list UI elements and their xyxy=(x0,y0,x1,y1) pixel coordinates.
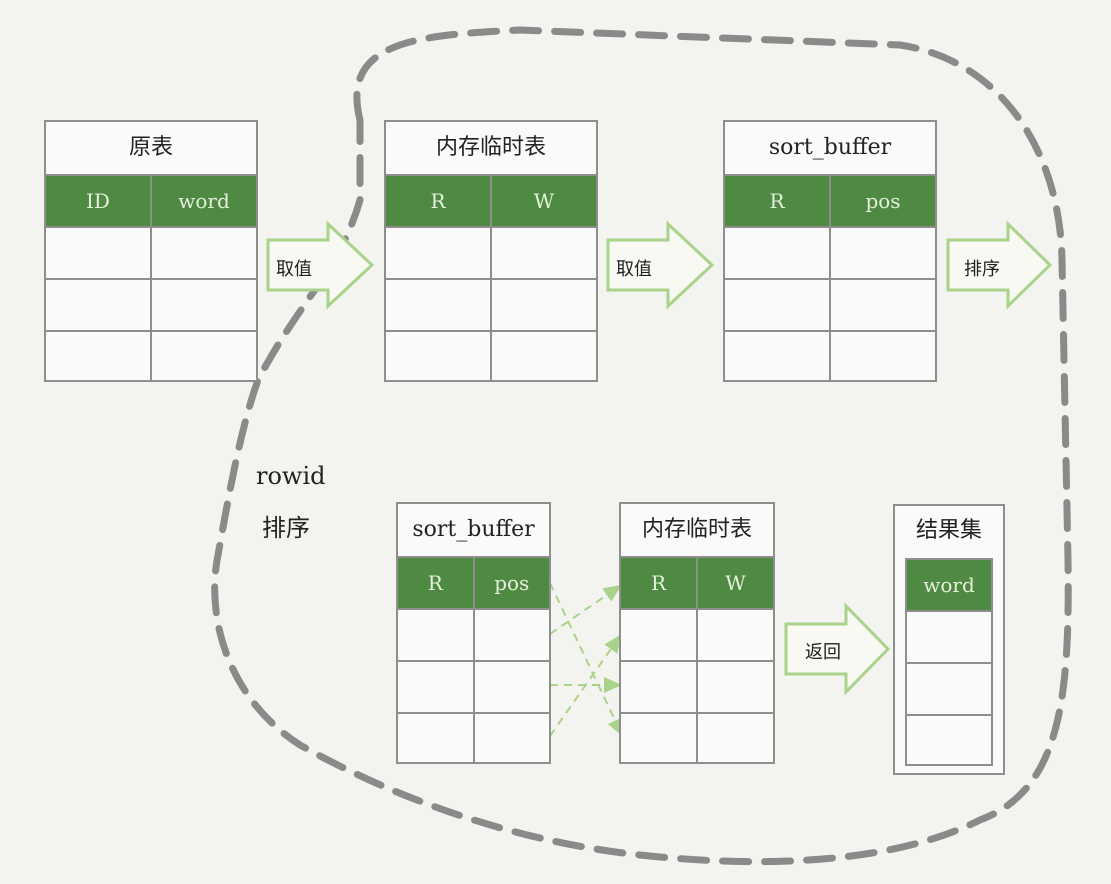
column-header-r: R xyxy=(427,571,443,595)
column-header-w: W xyxy=(490,176,596,226)
source-table: 原表 ID word xyxy=(44,120,258,382)
table-row xyxy=(46,330,256,382)
temp-table-bottom-title: 内存临时表 xyxy=(621,504,773,558)
source-table-header: ID word xyxy=(46,176,256,228)
table-row xyxy=(621,660,773,712)
sort-buffer-bottom-header: R pos xyxy=(398,558,549,610)
result-set-column: word xyxy=(905,558,993,766)
table-row xyxy=(725,330,935,382)
rowid-region-outline xyxy=(211,26,1072,866)
table-row xyxy=(386,278,596,330)
temp-table-top-header: R W xyxy=(386,176,596,228)
result-set-table: 结果集 word xyxy=(893,504,1005,775)
table-row xyxy=(907,612,991,662)
table-row xyxy=(46,228,256,278)
sort-buffer-top-title: sort_buffer xyxy=(725,122,935,176)
fetch-arrow-1-label: 取值 xyxy=(276,259,312,280)
column-header-word: word xyxy=(907,560,991,612)
table-row xyxy=(398,660,549,712)
pointer-1 xyxy=(549,582,623,737)
table-row xyxy=(386,330,596,382)
temp-table-bottom: 内存临时表 R W xyxy=(619,502,775,764)
table-row xyxy=(621,712,773,764)
table-row xyxy=(398,610,549,660)
rowid-label: rowid xyxy=(256,462,326,490)
fetch-arrow-1 xyxy=(266,220,375,310)
column-header-r: R xyxy=(430,189,446,213)
temp-table-top: 内存临时表 R W xyxy=(384,120,598,382)
table-row xyxy=(621,610,773,660)
sort-arrow-label: 排序 xyxy=(964,259,1000,280)
return-arrow-label: 返回 xyxy=(805,642,841,663)
column-header-id: ID xyxy=(86,189,110,213)
temp-table-top-title: 内存临时表 xyxy=(386,122,596,176)
column-header-r: R xyxy=(650,571,667,595)
fetch-arrow-2 xyxy=(606,220,715,310)
column-header-word: word xyxy=(150,176,256,226)
sort-buffer-top: sort_buffer R pos xyxy=(723,120,937,382)
table-row xyxy=(386,228,596,278)
column-header-w: W xyxy=(696,558,773,608)
table-row xyxy=(725,278,935,330)
temp-table-bottom-header: R W xyxy=(621,558,773,610)
table-row xyxy=(725,228,935,278)
table-row xyxy=(907,714,991,766)
sort-buffer-top-header: R pos xyxy=(725,176,935,228)
table-row xyxy=(907,662,991,714)
sort-arrow xyxy=(946,220,1053,310)
column-header-pos: pos xyxy=(829,176,935,226)
pointer-4 xyxy=(549,634,622,737)
table-row xyxy=(398,712,549,764)
rowid-sort-label: 排序 xyxy=(262,514,310,542)
column-header-r: R xyxy=(769,189,785,213)
result-set-title: 结果集 xyxy=(915,518,982,543)
sort-buffer-bottom: sort_buffer R pos xyxy=(396,502,551,764)
column-header-pos: pos xyxy=(472,558,550,608)
source-table-title: 原表 xyxy=(46,122,256,176)
return-arrow xyxy=(784,602,891,696)
pointer-2 xyxy=(549,584,622,635)
table-row xyxy=(46,278,256,330)
sort-buffer-bottom-title: sort_buffer xyxy=(398,504,549,558)
fetch-arrow-2-label: 取值 xyxy=(616,259,652,280)
